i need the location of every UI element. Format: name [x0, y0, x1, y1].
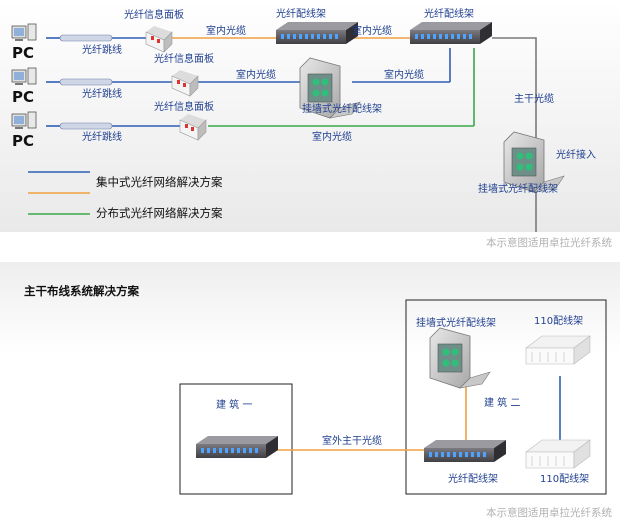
section-gap: [0, 232, 620, 262]
frame-110-label-top: 110配线架: [534, 314, 583, 327]
bottom-rack-label: 光纤配线架: [448, 472, 498, 485]
indoor-cable-label-4: 室内光缆: [384, 68, 424, 81]
indoor-cable-label-1: 室内光缆: [206, 24, 246, 37]
footnote-bottom: 本示意图适用卓拉光纤系统: [486, 506, 612, 519]
rack-label-1: 光纤配线架: [276, 7, 326, 20]
trunk-cable-label: 主干光缆: [514, 92, 554, 105]
jumper-label-3: 光纤跳线: [82, 130, 122, 143]
section-title: 主干布线系统解决方案: [24, 284, 139, 298]
rack-label-2: 光纤配线架: [424, 7, 474, 20]
pc-label-2: PC: [12, 88, 34, 106]
faceplate-label-3: 光纤信息面板: [154, 100, 214, 113]
legend-label-centralized: 集中式光纤网络解决方案: [96, 175, 223, 189]
indoor-cable-label-3: 室内光缆: [236, 68, 276, 81]
pc-label-3: PC: [12, 132, 34, 150]
outdoor-cable-label: 室外主干光缆: [322, 434, 382, 447]
building-two-label: 建 筑 二: [484, 396, 520, 409]
jumper-connector-2: [59, 78, 113, 86]
footnote-top: 本示意图适用卓拉光纤系统: [486, 236, 612, 249]
fiber-rack-icon: [276, 22, 358, 44]
jumper-label-2: 光纤跳线: [82, 87, 122, 100]
fiber-access-label: 光纤接入: [556, 148, 596, 161]
jumper-label-1: 光纤跳线: [82, 43, 122, 56]
wall-box-label-1: 挂墙式光纤配线架: [302, 102, 382, 115]
indoor-cable-label-5: 室内光缆: [312, 130, 352, 143]
building-one-box: [179, 383, 293, 495]
faceplate-label-2: 光纤信息面板: [154, 52, 214, 65]
pc-label-1: PC: [12, 44, 34, 62]
building-one-label: 建 筑 一: [216, 398, 252, 411]
indoor-cable-label-2: 室内光缆: [352, 24, 392, 37]
faceplate-label-1: 光纤信息面板: [124, 8, 184, 21]
fiber-rack-icon: [410, 22, 492, 44]
building-two-box: [405, 299, 607, 495]
frame-110-label-bottom: 110配线架: [540, 472, 589, 485]
fiber-rack-icon: [196, 436, 278, 458]
bottom-wall-box-label: 挂墙式光纤配线架: [416, 316, 496, 329]
wall-box-label-2: 挂墙式光纤配线架: [478, 182, 558, 195]
fiber-rack-icon: [424, 440, 506, 462]
legend-label-distributed: 分布式光纤网络解决方案: [96, 206, 223, 220]
jumper-connector-3: [59, 122, 113, 130]
jumper-connector-1: [59, 34, 113, 42]
bottom-panel-background: [0, 262, 620, 527]
